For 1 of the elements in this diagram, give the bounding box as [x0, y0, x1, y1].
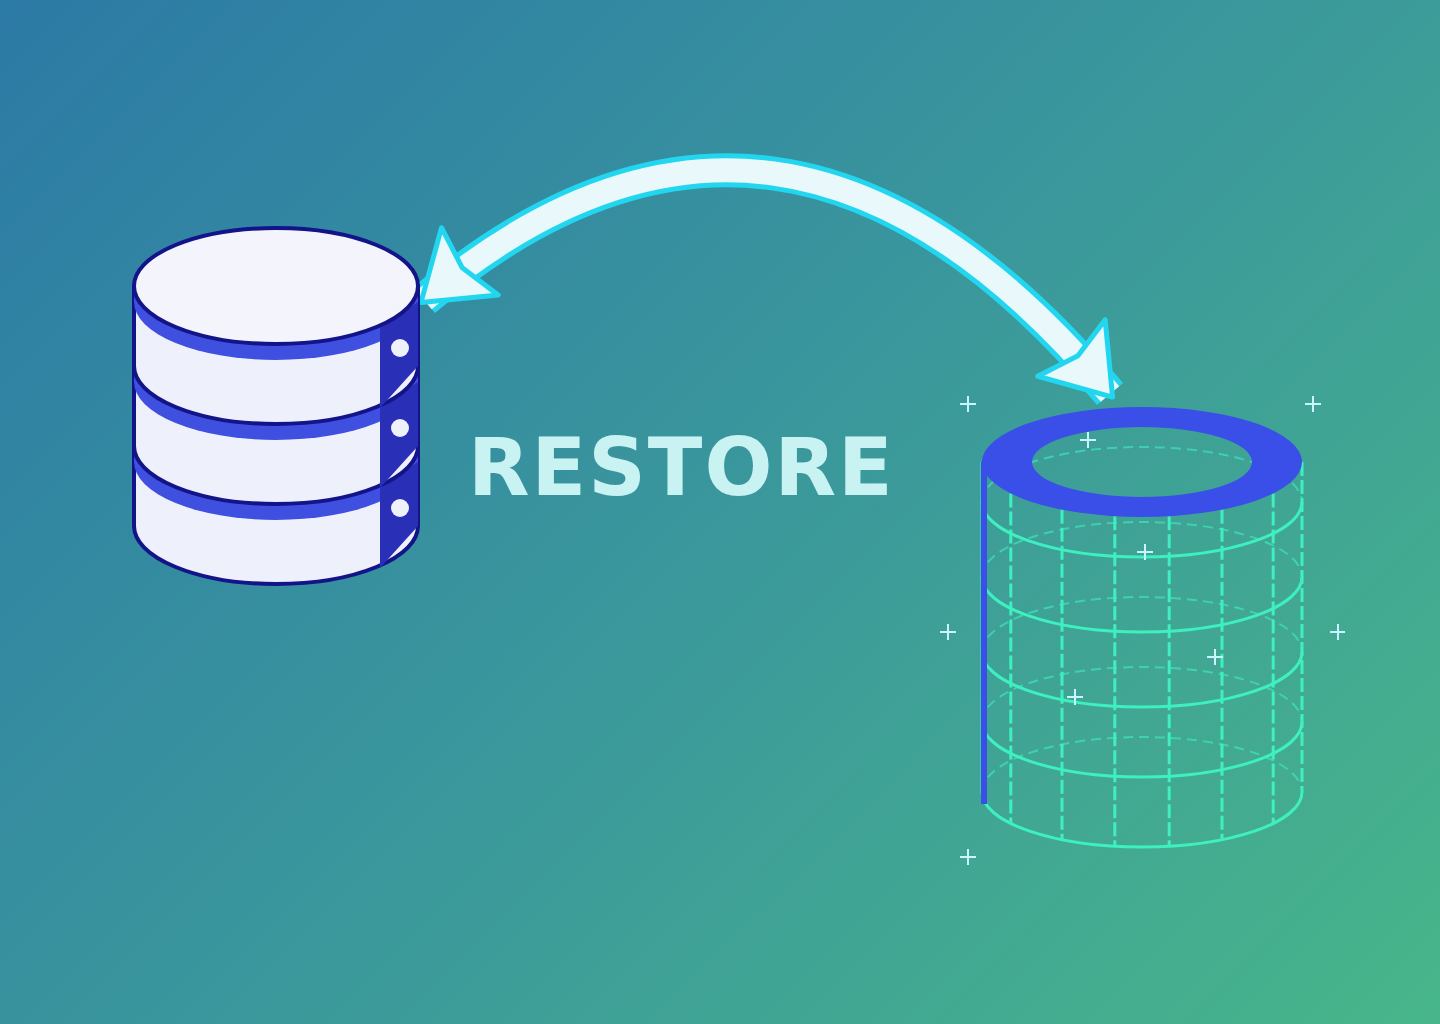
restore-label: RESTORE [468, 428, 895, 508]
